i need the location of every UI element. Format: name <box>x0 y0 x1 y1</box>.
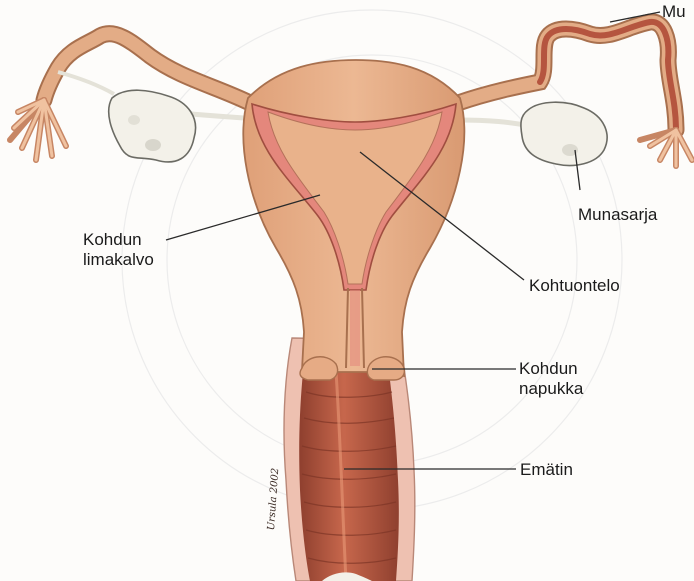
label-cervix-line2: napukka <box>519 379 583 399</box>
label-endometrium-line2: limakalvo <box>83 250 154 270</box>
label-fallopian-tube-cut: Mu <box>662 2 686 22</box>
right-ovary <box>521 102 607 165</box>
label-endometrium-line1: Kohdun <box>83 230 154 250</box>
label-cervix: Kohdun napukka <box>519 359 583 399</box>
label-endometrium: Kohdun limakalvo <box>83 230 154 270</box>
label-vagina: Emätin <box>520 460 573 480</box>
left-ovary <box>109 90 196 162</box>
label-ovary: Munasarja <box>578 205 657 225</box>
label-cervix-line1: Kohdun <box>519 359 583 379</box>
label-uterine-cavity: Kohtuontelo <box>529 276 620 296</box>
